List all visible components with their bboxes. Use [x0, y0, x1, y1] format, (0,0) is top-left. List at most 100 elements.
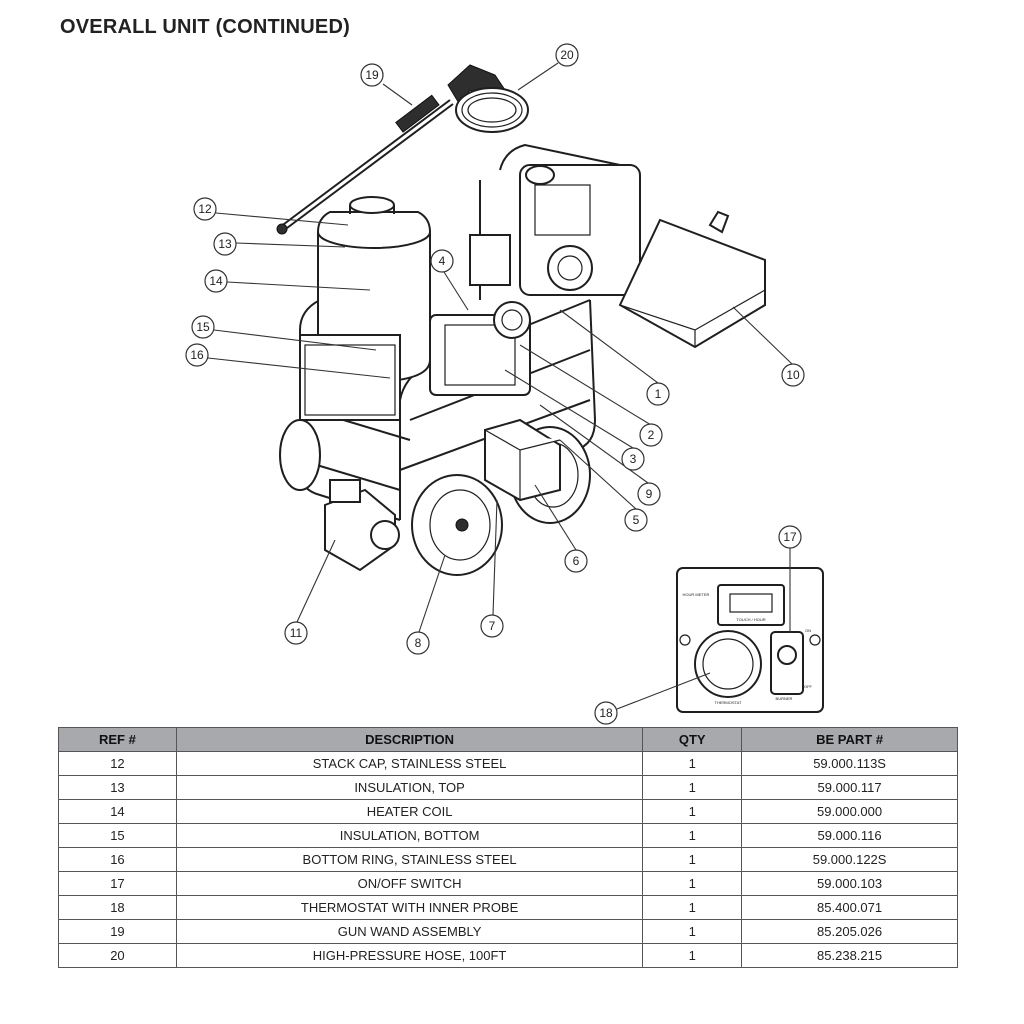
cell-part-number: 59.000.116	[741, 823, 958, 848]
cell-qty: 1	[642, 943, 743, 968]
cell-qty: 1	[642, 895, 743, 920]
svg-text:5: 5	[633, 513, 640, 527]
table-row: 19 GUN WAND ASSEMBLY 1 85.205.026	[58, 919, 958, 944]
callout-11: 11	[284, 621, 308, 645]
on-label: ON	[805, 628, 811, 633]
callout-9: 9	[637, 482, 661, 506]
cell-description: HEATER COIL	[175, 799, 644, 824]
heater-tank	[299, 196, 431, 421]
cell-qty: 1	[642, 775, 743, 800]
table-row: 14 HEATER COIL 1 59.000.000	[58, 799, 958, 824]
callout-13: 13	[213, 232, 237, 256]
svg-text:2: 2	[648, 428, 655, 442]
table-header-row: REF # DESCRIPTION QTY BE PART #	[58, 727, 958, 752]
callout-18: 18	[594, 701, 618, 725]
svg-text:8: 8	[415, 636, 422, 650]
callout-3: 3	[621, 447, 645, 471]
callout-1: 1	[646, 382, 670, 406]
thermostat-label: THERMOSTAT	[715, 700, 743, 705]
cell-part-number: 85.400.071	[741, 895, 958, 920]
cell-ref: 18	[58, 895, 177, 920]
col-header-ref: REF #	[58, 727, 177, 752]
svg-text:12: 12	[198, 202, 212, 216]
svg-text:16: 16	[190, 348, 204, 362]
callout-2: 2	[639, 423, 663, 447]
callout-16: 16	[185, 343, 209, 367]
cell-part-number: 59.000.122S	[741, 847, 958, 872]
svg-text:20: 20	[560, 48, 574, 62]
cell-description: HIGH-PRESSURE HOSE, 100FT	[175, 943, 644, 968]
fuel-tank	[618, 210, 766, 349]
cell-part-number: 59.000.103	[741, 871, 958, 896]
col-header-qty: QTY	[642, 727, 743, 752]
cell-description: GUN WAND ASSEMBLY	[175, 919, 644, 944]
callout-19: 19	[360, 63, 384, 87]
svg-text:15: 15	[196, 320, 210, 334]
control-panel: HOUR METER TOUCH / HOUR ON OFF BURNER TH…	[676, 567, 824, 713]
leader-lines	[207, 62, 793, 710]
cell-qty: 1	[642, 919, 743, 944]
svg-text:11: 11	[290, 626, 303, 640]
hose-coil	[455, 87, 529, 133]
cell-ref: 20	[58, 943, 177, 968]
page-title: OVERALL UNIT (CONTINUED)	[60, 16, 350, 38]
cell-ref: 12	[58, 751, 177, 776]
col-header-description: DESCRIPTION	[175, 727, 644, 752]
callout-17: 17	[778, 525, 802, 549]
fuel-pump	[324, 479, 400, 572]
svg-text:1: 1	[655, 387, 662, 401]
callouts: 1 2 3 4 5 6 7 8 9 10 11 12 13 14 15 16 1…	[185, 43, 805, 725]
table-row: 13 INSULATION, TOP 1 59.000.117	[58, 775, 958, 800]
cell-ref: 19	[58, 919, 177, 944]
callout-15: 15	[191, 315, 215, 339]
cell-qty: 1	[642, 847, 743, 872]
cell-description: THERMOSTAT WITH INNER PROBE	[175, 895, 644, 920]
callout-5: 5	[624, 508, 648, 532]
callout-7: 7	[480, 614, 504, 638]
cell-description: INSULATION, TOP	[175, 775, 644, 800]
display-label: TOUCH / HOUR	[736, 617, 765, 622]
cell-description: ON/OFF SWITCH	[175, 871, 644, 896]
callout-12: 12	[193, 197, 217, 221]
svg-text:18: 18	[599, 706, 613, 720]
svg-text:3: 3	[630, 452, 637, 466]
svg-text:14: 14	[209, 274, 223, 288]
svg-text:19: 19	[365, 68, 379, 82]
table-row: 17 ON/OFF SWITCH 1 59.000.103	[58, 871, 958, 896]
table-row: 15 INSULATION, BOTTOM 1 59.000.116	[58, 823, 958, 848]
col-header-part-number: BE PART #	[741, 727, 958, 752]
callout-6: 6	[564, 549, 588, 573]
table-row: 16 BOTTOM RING, STAINLESS STEEL 1 59.000…	[58, 847, 958, 872]
cell-qty: 1	[642, 799, 743, 824]
off-label: OFF	[804, 684, 813, 689]
cell-qty: 1	[642, 871, 743, 896]
callout-20: 20	[555, 43, 579, 67]
cell-description: INSULATION, BOTTOM	[175, 823, 644, 848]
cell-ref: 17	[58, 871, 177, 896]
svg-text:10: 10	[786, 368, 800, 382]
exploded-parts-diagram: HOUR METER TOUCH / HOUR ON OFF BURNER TH…	[185, 43, 824, 725]
table-row: 20 HIGH-PRESSURE HOSE, 100FT 1 85.238.21…	[58, 943, 958, 968]
pump-engine	[429, 164, 641, 396]
svg-text:17: 17	[783, 530, 797, 544]
table-row: 12 STACK CAP, STAINLESS STEEL 1 59.000.1…	[58, 751, 958, 776]
svg-text:6: 6	[573, 554, 580, 568]
callout-8: 8	[406, 631, 430, 655]
battery	[484, 418, 561, 502]
cell-ref: 13	[58, 775, 177, 800]
cell-part-number: 85.238.215	[741, 943, 958, 968]
burner-label: BURNER	[776, 696, 793, 701]
cell-description: STACK CAP, STAINLESS STEEL	[175, 751, 644, 776]
cell-part-number: 59.000.117	[741, 775, 958, 800]
cell-part-number: 59.000.113S	[741, 751, 958, 776]
hour-meter-label: HOUR METER	[683, 592, 710, 597]
cell-qty: 1	[642, 823, 743, 848]
svg-text:4: 4	[439, 254, 446, 268]
cell-qty: 1	[642, 751, 743, 776]
svg-text:13: 13	[218, 237, 232, 251]
svg-text:7: 7	[489, 619, 496, 633]
cell-ref: 14	[58, 799, 177, 824]
callout-4: 4	[430, 249, 454, 273]
cell-ref: 15	[58, 823, 177, 848]
cell-part-number: 59.000.000	[741, 799, 958, 824]
